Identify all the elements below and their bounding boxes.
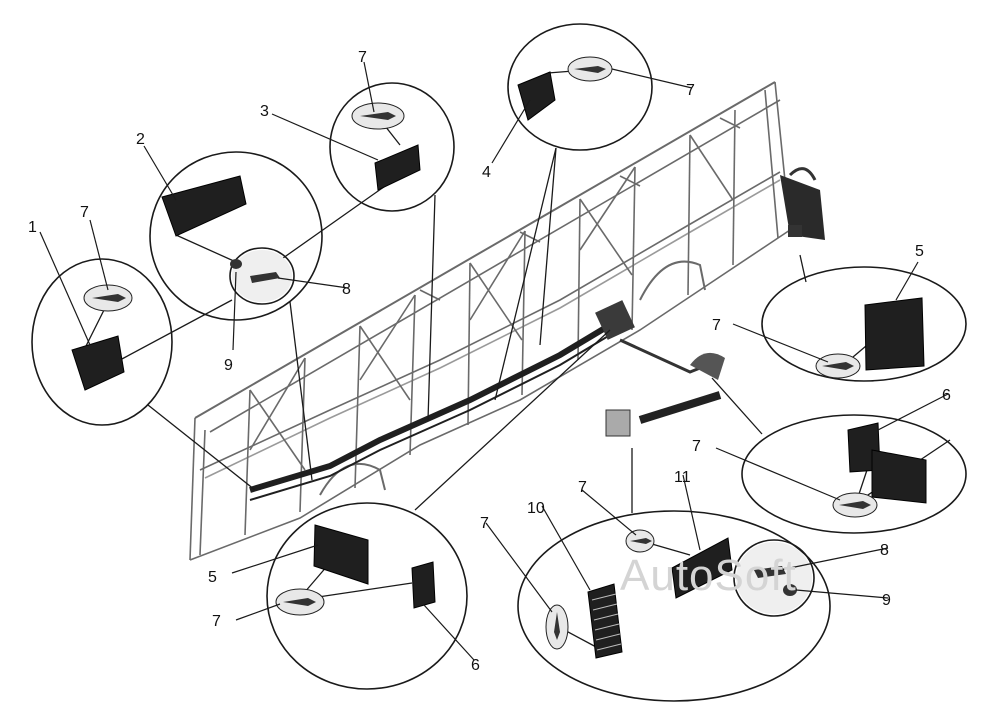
rivet-5-icon	[839, 501, 871, 509]
callout-7-c: 7	[686, 82, 695, 99]
detail-circles	[31, 23, 967, 702]
detail-circle-fastener-2	[733, 539, 815, 617]
callout-1: 1	[28, 219, 37, 236]
callout-labels: 1 2 3 4 5 5 6 6 7 7 7 7 7 7 7 7 7 8 8 9 …	[28, 49, 951, 674]
rivet-2-icon	[360, 112, 396, 120]
callout-3: 3	[260, 103, 269, 120]
watermark: AutoSoft	[620, 551, 797, 600]
callout-6-bottom: 6	[471, 657, 480, 674]
part-3-pad	[374, 144, 421, 191]
detail-circle-7	[266, 502, 468, 690]
detail-circle-3	[329, 82, 455, 212]
part-1-pad	[71, 335, 125, 391]
underbody-duct	[249, 167, 825, 501]
detail-circle-8	[517, 510, 831, 702]
detail-circle-4	[507, 23, 653, 151]
part-4-pad	[517, 71, 556, 121]
rivet-6-icon	[283, 598, 316, 606]
callout-8-a: 8	[342, 281, 351, 298]
detail-circle-fastener	[229, 247, 295, 305]
callout-7-g: 7	[578, 479, 587, 496]
parts	[71, 71, 927, 659]
part-11-pad	[671, 537, 733, 599]
detail-circle-1	[31, 258, 173, 426]
bolt-8-icon	[250, 272, 280, 283]
callout-11: 11	[674, 469, 691, 486]
callout-2: 2	[136, 131, 145, 148]
part-10-grille	[587, 583, 623, 659]
nut-9b-icon	[783, 584, 797, 596]
callout-5-right: 5	[915, 243, 924, 260]
callout-7-f: 7	[212, 613, 221, 630]
bolt-8b-icon	[754, 566, 786, 578]
callout-7-h: 7	[480, 515, 489, 532]
callout-leaders	[39, 61, 949, 661]
callout-9-a: 9	[224, 357, 233, 374]
callout-7-a: 7	[80, 204, 89, 221]
callout-7-b: 7	[358, 49, 367, 66]
part-5-pad-right	[864, 297, 925, 371]
part-6-pad-bottom	[411, 561, 436, 609]
callout-4: 4	[482, 164, 491, 181]
callout-7-e: 7	[692, 438, 701, 455]
callout-9-b: 9	[882, 592, 891, 609]
callout-6-right: 6	[942, 387, 951, 404]
nut-9-icon	[230, 259, 242, 269]
rivet-8-icon	[554, 612, 560, 640]
callout-7-d: 7	[712, 317, 721, 334]
part-10-grille-lines	[591, 593, 622, 651]
part-2-pad	[161, 175, 247, 237]
detail-circle-2	[149, 151, 323, 321]
callout-8-b: 8	[880, 542, 889, 559]
callout-5-bottom: 5	[208, 569, 217, 586]
rivet-3-icon	[574, 66, 606, 73]
part-5-pad-bottom	[313, 524, 369, 585]
part-5-pad-right-2	[871, 449, 927, 504]
bus-frame	[189, 81, 791, 561]
detail-circle-6	[741, 414, 967, 534]
rivet-1-icon	[92, 294, 126, 302]
callout-10: 10	[527, 500, 545, 517]
rivet-4-icon	[822, 362, 854, 370]
rivet-7-icon	[630, 538, 652, 544]
detail-circle-5	[761, 266, 967, 382]
